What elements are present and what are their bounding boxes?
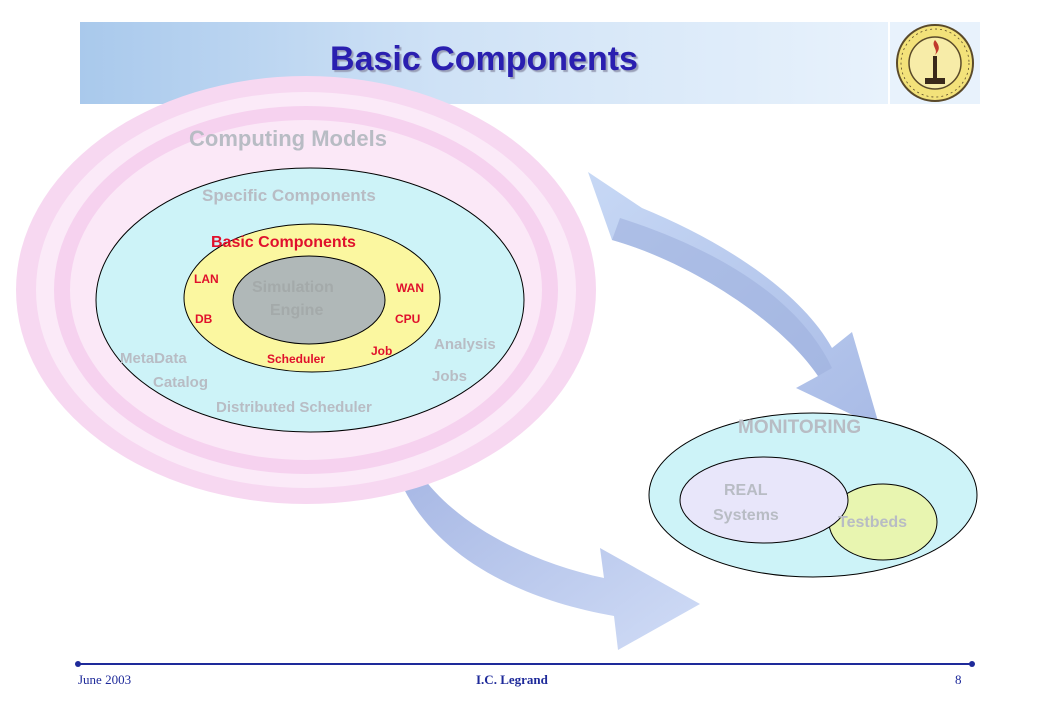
simulation-engine-label-line1: Simulation bbox=[252, 279, 334, 296]
basic-components-label: Basic Components bbox=[211, 234, 356, 251]
wan-label: WAN bbox=[396, 281, 424, 295]
simulation-engine-label-line2: Engine bbox=[270, 302, 324, 319]
lan-label: LAN bbox=[194, 272, 219, 286]
footer-divider bbox=[78, 663, 972, 665]
monitoring-label: MONITORING bbox=[738, 417, 862, 438]
db-label: DB bbox=[195, 312, 213, 326]
distributed-scheduler-label: Distributed Scheduler bbox=[216, 399, 372, 416]
computing-models-label: Computing Models bbox=[189, 126, 387, 151]
real-systems-label-line2: Systems bbox=[713, 507, 779, 524]
testbeds-label: Testbeds bbox=[838, 514, 908, 531]
footer-author: I.C. Legrand bbox=[476, 672, 548, 687]
metadata-catalog-label-line2: Catalog bbox=[153, 374, 209, 391]
arrow-to-monitoring bbox=[588, 172, 880, 428]
footer-line-end-dot bbox=[969, 661, 975, 667]
jobs-label: Jobs bbox=[432, 368, 468, 385]
metadata-catalog-label-line1: MetaData bbox=[120, 350, 187, 367]
footer-page-number: 8 bbox=[955, 672, 962, 687]
caltech-seal-logo bbox=[890, 22, 980, 104]
cpu-label: CPU bbox=[395, 312, 421, 326]
simulation-engine-ellipse bbox=[232, 255, 386, 345]
footer-date: June 2003 bbox=[78, 672, 132, 687]
arrow-to-computing-models bbox=[390, 430, 700, 650]
real-systems-ellipse bbox=[679, 456, 849, 544]
page-title: Basic Components bbox=[330, 40, 638, 78]
job-label: Job bbox=[371, 344, 393, 358]
specific-components-label: Specific Components bbox=[202, 186, 376, 205]
real-systems-label-line1: REAL bbox=[724, 482, 768, 499]
scheduler-label: Scheduler bbox=[267, 352, 326, 366]
analysis-label: Analysis bbox=[434, 336, 496, 353]
